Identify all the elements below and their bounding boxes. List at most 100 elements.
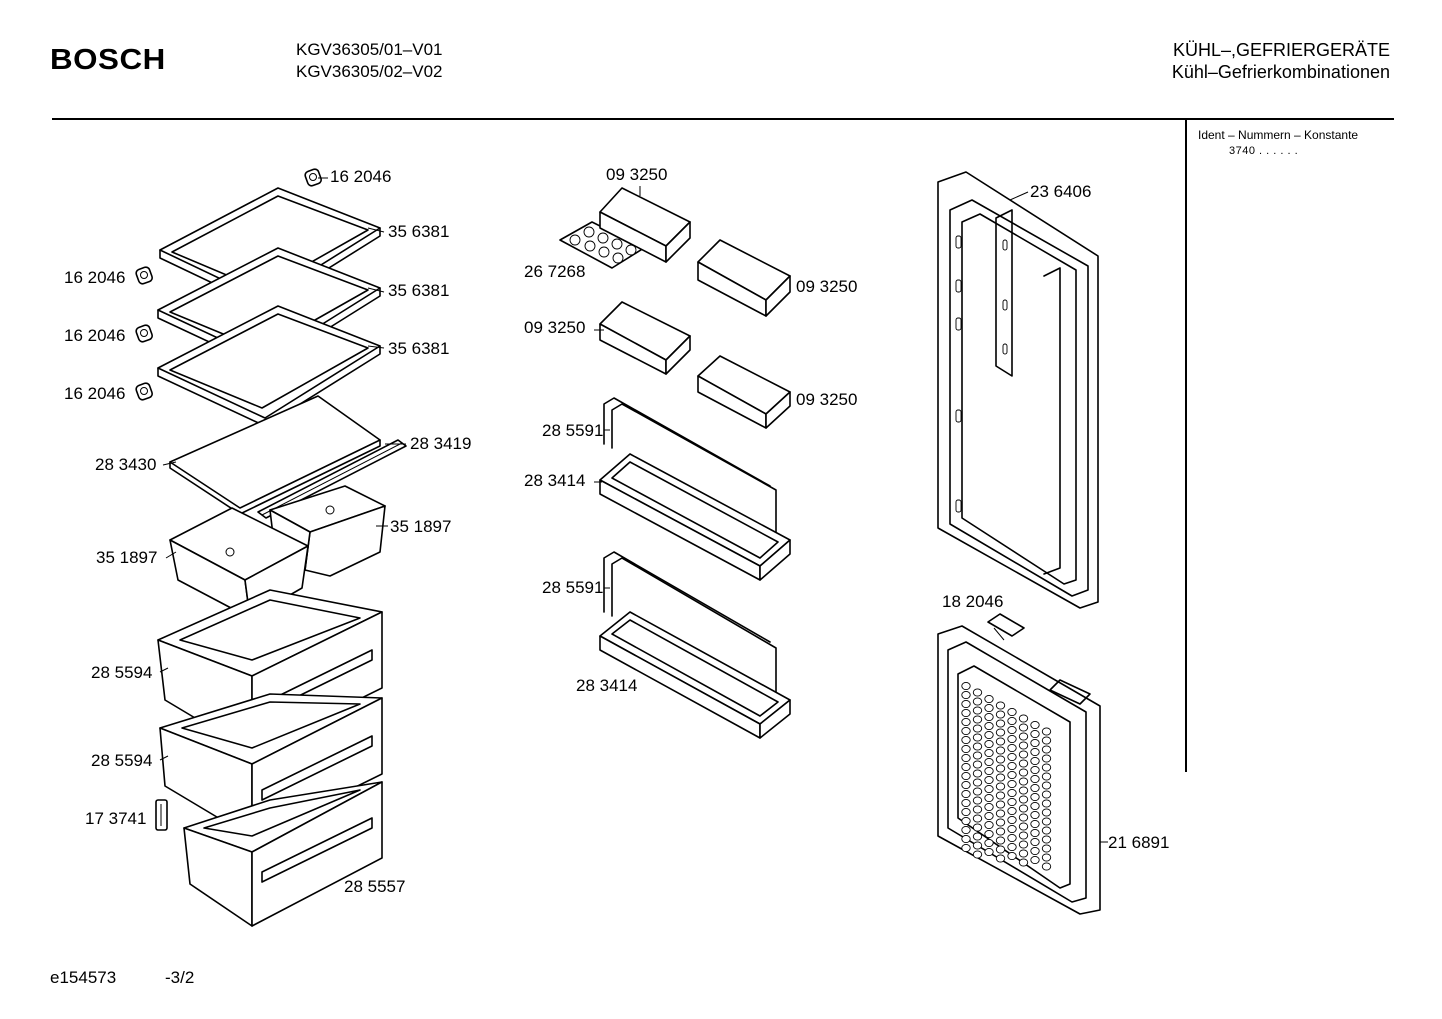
shelf-clip-left-1 [135,266,153,285]
pattern-dot [1019,787,1027,794]
brand-logo: BOSCH [50,44,166,76]
pattern-dot [1008,789,1016,796]
pattern-dot [1031,775,1039,782]
pattern-dot [985,722,993,729]
part-label-23-6406: 23 6406 [1030,182,1092,201]
pattern-dot [1042,845,1050,852]
part-label-28-3414-b: 28 3414 [576,676,638,695]
header-rule [52,118,1394,120]
pattern-dot [1019,733,1027,740]
page-number: -3/2 [165,968,195,987]
pattern-dot [1042,854,1050,861]
pattern-dot [1031,721,1039,728]
pattern-dot [1019,796,1027,803]
pattern-dot [1019,724,1027,731]
pattern-dot [973,743,981,750]
small-door-bin-4 [698,356,790,428]
pattern-dot [1031,802,1039,809]
pattern-dot [1008,780,1016,787]
pattern-dot [1042,818,1050,825]
pattern-dot [1008,825,1016,832]
pattern-dot [985,821,993,828]
pattern-dot [996,720,1004,727]
pattern-dot [1019,841,1027,848]
pattern-dot [1008,816,1016,823]
pattern-dot [1019,805,1027,812]
part-label-09-3250-a: 09 3250 [606,165,668,184]
pattern-dot [962,691,970,698]
pattern-dot [1008,726,1016,733]
pattern-dot [1019,778,1027,785]
pattern-dot [1042,863,1050,870]
part-label-18-2046: 18 2046 [942,592,1004,611]
pattern-dot [985,776,993,783]
pattern-dot [962,700,970,707]
shelf-clip-top [304,168,322,187]
pattern-dot [1042,764,1050,771]
pattern-dot [996,819,1004,826]
pattern-dot [1042,827,1050,834]
shelf-clip-left-2 [135,324,153,343]
pattern-dot [1008,798,1016,805]
door-shelf-1 [600,454,790,580]
pattern-dot [996,747,1004,754]
door-hinge-cover [988,614,1024,640]
pattern-dot [973,851,981,858]
pattern-dot [973,698,981,705]
part-label-09-3250-d: 09 3250 [796,390,858,409]
pattern-dot [1019,751,1027,758]
pattern-dot [985,812,993,819]
part-label-28-5594-a: 28 5594 [91,663,153,682]
pattern-dot [996,783,1004,790]
pattern-dot [985,803,993,810]
pattern-dot [1031,739,1039,746]
fridge-door [938,172,1098,608]
pattern-dot [1042,836,1050,843]
pattern-dot [996,810,1004,817]
pattern-dot [1031,793,1039,800]
pattern-dot [962,799,970,806]
shelf-clip-left-3 [135,382,153,401]
pattern-dot [996,801,1004,808]
pattern-dot [1031,766,1039,773]
pattern-dot [996,729,1004,736]
pattern-dot [1008,843,1016,850]
pattern-dot [1008,708,1016,715]
pattern-dot [996,738,1004,745]
freezer-door-pattern [962,682,1051,870]
pattern-dot [996,765,1004,772]
pattern-dot [973,842,981,849]
part-label-16-2046-top: 16 2046 [330,167,392,186]
pattern-dot [962,754,970,761]
pattern-dot [962,808,970,815]
pattern-dot [962,844,970,851]
pattern-dot [1042,782,1050,789]
pattern-dot [973,824,981,831]
crisper-cover-rail [258,440,406,518]
pattern-dot [985,767,993,774]
pattern-dot [962,781,970,788]
pattern-dot [1008,753,1016,760]
small-door-bin-2 [698,240,790,316]
pattern-dot [1031,784,1039,791]
pattern-dot [973,761,981,768]
part-label-28-3430: 28 3430 [95,455,157,474]
pattern-dot [985,839,993,846]
part-label-16-2046-c: 16 2046 [64,384,126,403]
ident-value: 3740 . . . . . . [1229,145,1299,157]
pattern-dot [973,770,981,777]
part-label-28-3414-a: 28 3414 [524,471,586,490]
pattern-dot [973,689,981,696]
pattern-dot [1042,728,1050,735]
pattern-dot [973,779,981,786]
part-label-28-5594-b: 28 5594 [91,751,153,770]
part-label-28-5591-b: 28 5591 [542,578,604,597]
pattern-dot [962,817,970,824]
pattern-dot [1008,807,1016,814]
leader-lines [160,178,1108,842]
part-label-28-5591-a: 28 5591 [542,421,604,440]
pattern-dot [985,695,993,702]
pattern-dot [1008,717,1016,724]
pattern-dot [985,740,993,747]
part-label-35-6381-a: 35 6381 [388,222,450,241]
